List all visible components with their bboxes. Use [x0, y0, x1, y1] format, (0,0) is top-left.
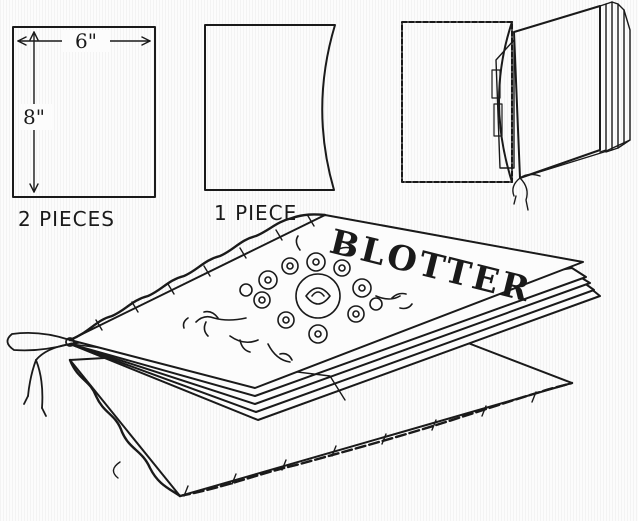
front-stitch-marks [95, 215, 315, 331]
floral-ornament-icon [182, 235, 413, 363]
back-cover [401, 21, 513, 183]
pocket-fold-marks [491, 69, 503, 137]
back-whipstitch-spine [68, 358, 182, 498]
cover-piece-rect [12, 26, 156, 198]
step-two-pieces: 6" 8" 2 PIECES [12, 26, 156, 231]
concave-piece-shape [204, 24, 336, 191]
page-front [513, 5, 601, 179]
pocket-curve [498, 21, 513, 183]
assembly-tie [512, 173, 541, 211]
height-arrowheads [29, 31, 39, 193]
blotter-front-cover [69, 214, 584, 389]
page-edge-4 [617, 3, 625, 149]
finished-blotter: BLOTTER [6, 213, 601, 498]
width-arrowheads [17, 36, 151, 46]
ribbon-tie-icon [6, 331, 75, 417]
step-assembly [401, 1, 631, 211]
page-edge-2 [605, 1, 613, 153]
width-dimension: 6" [75, 29, 97, 53]
page-edge-5 [623, 9, 631, 145]
front-whipstitch [68, 213, 327, 342]
back-stitch-marks [112, 391, 537, 497]
page-edge-1 [599, 3, 607, 153]
pocket-inner [495, 39, 515, 169]
back-whipstitch-bottom [178, 381, 574, 498]
step-one-piece: 1 PIECE [204, 24, 336, 225]
page-bottom [519, 139, 631, 179]
two-pieces-label: 2 PIECES [18, 207, 115, 231]
height-dimension: 8" [23, 105, 45, 129]
page-edge-3 [611, 1, 619, 151]
